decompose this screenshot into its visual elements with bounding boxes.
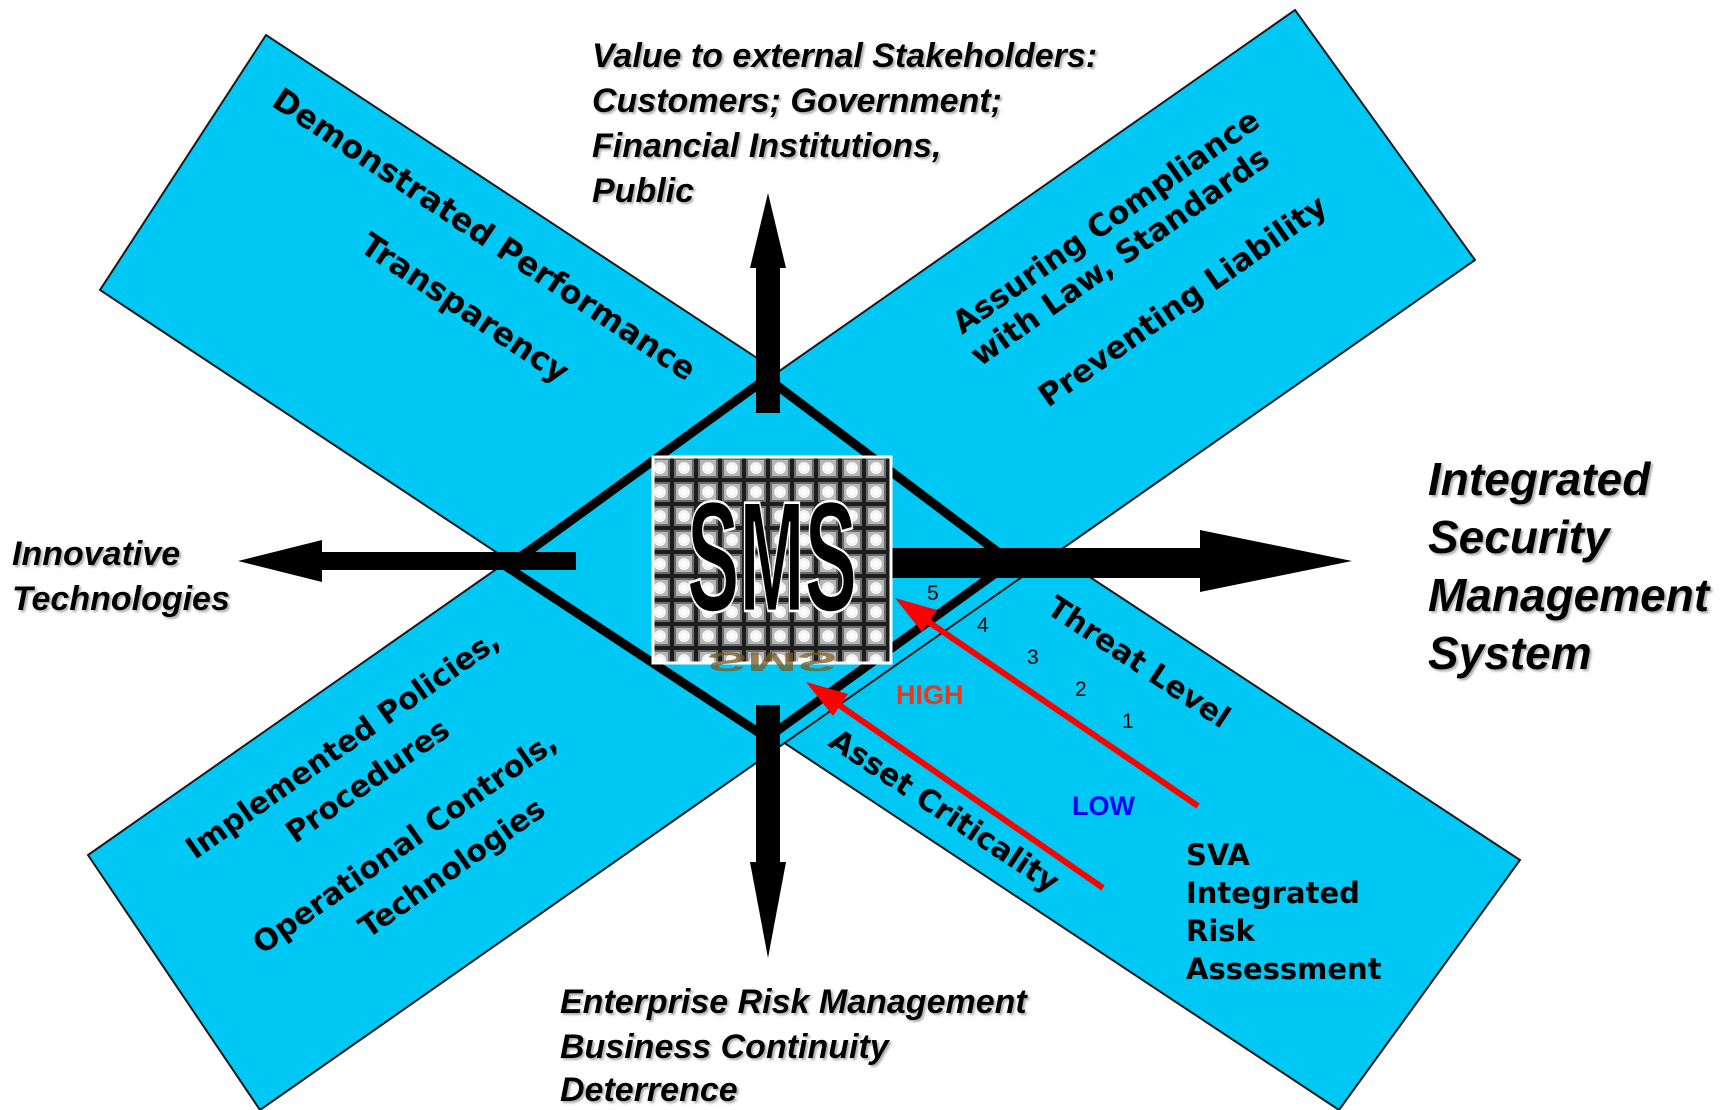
bottom-arrow-label: Enterprise Risk Management Business Cont… (560, 983, 1028, 1109)
arrow-up (750, 193, 786, 413)
red-pointer-threat (895, 598, 1200, 809)
bottom-label-line-1: Enterprise Risk Management (560, 983, 1028, 1021)
sva-line-2: Integrated (1186, 876, 1360, 910)
sms-logo: SMS SMS (651, 455, 893, 677)
arrow-right (855, 530, 1352, 592)
top-label-line-1: Value to external Stakeholders: (592, 37, 1097, 75)
sva-assessment-label: SVA Integrated Risk Assessment (1186, 838, 1382, 986)
top-label-line-2: Customers; Government; (592, 82, 1002, 120)
left-label-line-1: Innovative (12, 535, 180, 573)
sms-logo-reflection: SMS (707, 647, 837, 677)
bottom-label-line-2: Business Continuity (560, 1028, 891, 1066)
arrow-left (238, 540, 576, 582)
scale-tick-3: 3 (1027, 646, 1039, 669)
scale-tick-2: 2 (1075, 678, 1087, 701)
right-label-line-4: System (1428, 627, 1592, 679)
scale-tick-5: 5 (927, 582, 939, 605)
top-arrow-label: Value to external Stakeholders: Customer… (592, 37, 1097, 210)
left-label-line-2: Technologies (12, 580, 230, 618)
left-arrow-label: Innovative Technologies (12, 535, 230, 618)
right-label-line-3: Management (1428, 569, 1711, 621)
top-label-line-4: Public (592, 172, 694, 210)
right-arrow-label: Integrated Security Management System (1428, 453, 1711, 679)
right-label-line-1: Integrated (1428, 453, 1651, 505)
threat-scale: 5 4 3 2 1 (927, 582, 1134, 733)
metallic-grid-icon (651, 455, 893, 665)
right-label-line-2: Security (1428, 511, 1612, 563)
red-pointer-asset (806, 682, 1105, 891)
bottom-label-line-3: Deterrence (560, 1071, 738, 1109)
label-low: LOW (1072, 791, 1135, 821)
top-label-line-3: Financial Institutions, (592, 127, 941, 165)
scale-tick-4: 4 (977, 614, 989, 637)
label-high: HIGH (896, 680, 964, 710)
sva-line-4: Assessment (1186, 952, 1382, 986)
sva-line-1: SVA (1186, 838, 1250, 872)
sms-logo-text: SMS (687, 469, 857, 645)
arrow-down (750, 705, 786, 958)
sva-line-3: Risk (1186, 914, 1256, 948)
scale-tick-1: 1 (1122, 710, 1134, 733)
